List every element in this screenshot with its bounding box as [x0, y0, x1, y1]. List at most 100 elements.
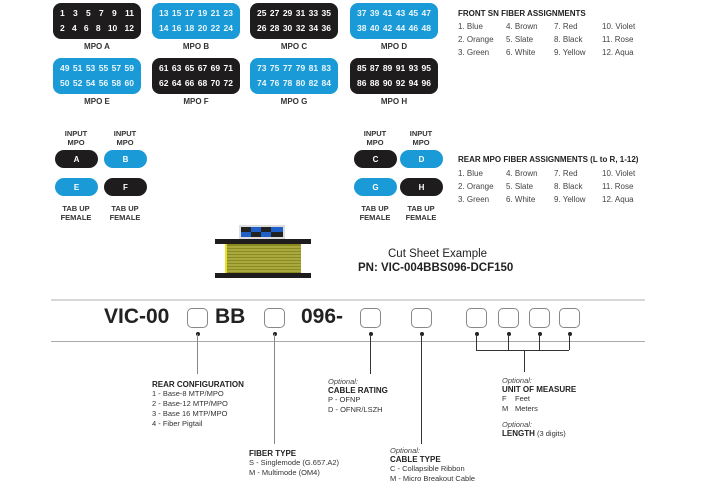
fiber-number: 72 [223, 78, 233, 88]
top-divider [51, 299, 645, 301]
fiber-number: 36 [321, 23, 331, 33]
fiber-number: 34 [308, 23, 319, 33]
fiber-number: 58 [111, 78, 122, 88]
length-optional: Optional: [502, 420, 533, 429]
fiber-number: 39 [369, 8, 380, 18]
connector-pill-f: F [104, 178, 147, 196]
fiber-number: 67 [197, 63, 208, 73]
fiber-number: 2 [60, 23, 65, 33]
tab-label-line1: TAB UP [62, 204, 90, 213]
unit-optional: Optional: [502, 376, 533, 385]
fiber-number: 48 [421, 23, 431, 33]
cable-type-slot[interactable] [411, 308, 432, 328]
fiber-number: 30 [282, 23, 293, 33]
unit-label: Meters [515, 404, 538, 413]
tab-label-line2: FEMALE [405, 213, 437, 222]
fiber-color-item: 3. Green [458, 48, 490, 57]
connector-pill-h: H [400, 178, 443, 196]
fiber-color-item: 10. Violet [602, 169, 636, 178]
fiber-color-item: 11. Rose [602, 35, 634, 44]
unit-code: M [502, 404, 509, 413]
option-item: M - Micro Breakout Cable [390, 474, 476, 483]
fiber-number: 87 [369, 63, 380, 73]
fiber-number: 91 [395, 63, 406, 73]
mpo-label-f: MPO F [183, 97, 209, 106]
input-label-line2: MPO [412, 138, 430, 147]
pn-096: 096- [301, 305, 344, 328]
option-item: S - Singlemode (G.657.A2) [249, 458, 340, 467]
fiber-number: 8 [95, 23, 101, 33]
length-digit-2-slot[interactable] [529, 308, 550, 328]
fiber-color-item: 1. Blue [458, 22, 483, 31]
fiber-number: 6 [83, 23, 89, 33]
fiber-number: 22 [210, 23, 221, 33]
fiber-number: 33 [308, 8, 319, 18]
tab-label-line2: FEMALE [109, 213, 141, 222]
rear-config-slot[interactable] [187, 308, 208, 328]
fiber-number: 65 [184, 63, 195, 73]
fiber-color-item: 11. Rose [602, 182, 634, 191]
fiber-number: 60 [124, 78, 134, 88]
fiber-number: 26 [257, 23, 267, 33]
fiber-number: 86 [357, 78, 367, 88]
fiber-color-item: 9. Yellow [554, 48, 586, 57]
fiber-number: 62 [159, 78, 169, 88]
fiber-number: 79 [295, 63, 306, 73]
fiber-color-item: 12. Aqua [602, 195, 634, 204]
fiber-number: 43 [395, 8, 406, 18]
mpo-label-d: MPO D [380, 42, 408, 51]
input-label-line1: INPUT [409, 129, 433, 138]
fiber-number: 15 [171, 8, 182, 18]
mpo-label-h: MPO H [380, 97, 408, 106]
fiber-number: 92 [395, 78, 406, 88]
fiber-number: 35 [321, 8, 331, 18]
cable-type-optional: Optional: [390, 446, 421, 455]
tab-label-line1: TAB UP [111, 204, 139, 213]
option-item: 3 - Base 16 MTP/MPO [152, 409, 228, 418]
fiber-type-slot[interactable] [264, 308, 285, 328]
bottom-divider [51, 341, 645, 342]
cable-rating-optional: Optional: [328, 377, 359, 386]
fiber-number: 78 [282, 78, 293, 88]
fiber-number: 89 [382, 63, 393, 73]
length-digit-3-slot[interactable] [559, 308, 580, 328]
fiber-number: 42 [382, 23, 393, 33]
fiber-number: 63 [171, 63, 182, 73]
fiber-number: 59 [124, 63, 134, 73]
fiber-number: 52 [72, 78, 83, 88]
fiber-number: 64 [171, 78, 182, 88]
input-label-line1: INPUT [64, 129, 88, 138]
cable-rating-title: CABLE RATING [328, 386, 388, 395]
fiber-number: 29 [282, 8, 293, 18]
fiber-number: 11 [125, 8, 134, 18]
mpo-label-b: MPO B [182, 42, 210, 51]
fiber-number: 81 [308, 63, 319, 73]
fiber-color-item: 8. Black [554, 35, 583, 44]
fiber-type-title: FIBER TYPE [249, 449, 297, 458]
length-digit-1-slot[interactable] [498, 308, 519, 328]
fiber-number: 93 [408, 63, 419, 73]
connector-pill-b: B [104, 150, 147, 168]
rear-config-title: REAR CONFIGURATION [152, 380, 244, 389]
rear-assignments-title: REAR MPO FIBER ASSIGNMENTS (L to R, 1-12… [458, 155, 639, 164]
unit-slot[interactable] [466, 308, 487, 328]
cable-type-title: CABLE TYPE [390, 455, 441, 464]
fiber-number: 3 [73, 8, 78, 18]
input-label-line1: INPUT [363, 129, 387, 138]
front-assignments-title: FRONT SN FIBER ASSIGNMENTS [458, 9, 586, 18]
cable-rating-slot[interactable] [360, 308, 381, 328]
